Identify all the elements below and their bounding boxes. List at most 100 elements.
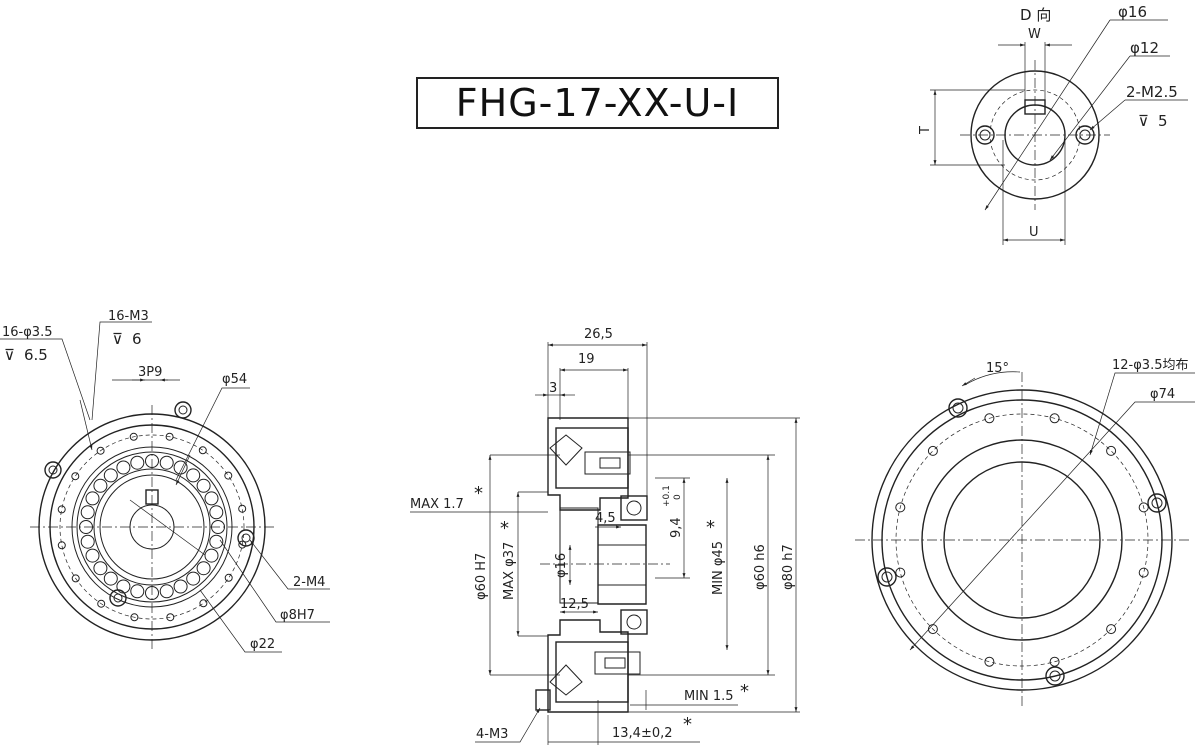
front-holes-tapped: 16-M3 <box>108 309 149 324</box>
section-dia80h7: φ80 h7 <box>781 544 796 590</box>
d-view-hole-left <box>975 125 995 145</box>
bolt-hole <box>71 574 80 583</box>
rear-view <box>855 371 1195 708</box>
section-len-134: 13,4±0,2 <box>612 726 673 741</box>
roller <box>116 579 131 594</box>
roller <box>209 534 224 549</box>
roller <box>85 491 100 506</box>
bolt-hole <box>984 656 995 667</box>
d-view-dia16: φ16 <box>1118 3 1147 21</box>
roller <box>130 455 145 470</box>
section-star-4: * <box>740 681 749 702</box>
d-direction-view <box>930 19 1188 245</box>
roller <box>196 561 211 576</box>
section-len-19: 19 <box>578 352 595 367</box>
roller <box>159 455 174 470</box>
roller <box>211 520 225 534</box>
front-pin: φ8H7 <box>280 608 315 623</box>
roller <box>145 454 159 468</box>
bolt-hole <box>1049 656 1060 667</box>
bolt-hole <box>198 446 207 455</box>
d-view-u: U <box>1029 225 1039 240</box>
rear-angle: 15° <box>986 361 1009 376</box>
front-view-bolt-holes <box>57 432 247 622</box>
front-view <box>0 321 330 653</box>
roller <box>196 478 211 493</box>
front-holes-tapped-depth: 6 <box>132 330 142 348</box>
bolt-hole <box>71 472 80 481</box>
section-tol-94-lo: 0 <box>673 494 683 500</box>
section-len-125: 12,5 <box>560 597 589 612</box>
section-dia60h6: φ60 h6 <box>753 544 768 590</box>
bolt-hole <box>57 541 66 550</box>
d-view-depth: 5 <box>1158 112 1168 130</box>
section-len-265: 26,5 <box>584 327 613 342</box>
bolt-hole <box>238 540 247 549</box>
roller <box>80 534 95 549</box>
section-m3: 4-M3 <box>476 727 508 742</box>
roller <box>79 520 93 534</box>
roller <box>186 468 201 483</box>
bolt-hole <box>1138 567 1149 578</box>
rear-dia74: φ74 <box>1150 387 1175 402</box>
bolt-hole <box>984 413 995 424</box>
section-min45: MIN φ45 <box>711 541 726 595</box>
bolt-hole <box>97 599 106 608</box>
d-view-label: D 向 <box>1020 6 1051 24</box>
section-len-94: 9,4 <box>669 517 684 538</box>
bolt-hole <box>1106 624 1117 635</box>
d-view-depth-symbol: ⊽ <box>1138 112 1149 130</box>
bolt-hole <box>130 613 139 622</box>
bolt-hole <box>1049 413 1060 424</box>
roller <box>204 548 219 563</box>
roller <box>186 571 201 586</box>
bolt-hole <box>895 567 906 578</box>
bolt-hole <box>238 504 247 513</box>
section-len-45: 4,5 <box>595 511 616 526</box>
roller <box>85 548 100 563</box>
section-dia16: φ16 <box>554 553 569 578</box>
roller <box>204 491 219 506</box>
section-tol-94-up: +0.1 <box>662 485 672 507</box>
front-view-rollers <box>79 454 225 600</box>
front-depth-symbol-2: ⊽ <box>112 330 123 348</box>
front-holes-through: 16-φ3.5 <box>2 325 52 340</box>
roller <box>173 460 188 475</box>
front-depth-symbol-1: ⊽ <box>4 346 15 364</box>
front-dia54: φ54 <box>222 372 247 387</box>
d-view-dia12: φ12 <box>1130 39 1159 57</box>
section-star-1: * <box>474 483 483 504</box>
front-key-pitch: 3P9 <box>138 365 162 380</box>
section-star-3: * <box>706 517 715 538</box>
d-view-t: T <box>918 126 933 135</box>
bolt-hole <box>224 573 233 582</box>
roller <box>130 584 145 599</box>
front-dia22: φ22 <box>250 637 275 652</box>
d-view-w: W <box>1028 27 1041 42</box>
roller <box>209 505 224 520</box>
bolt-hole <box>96 446 105 455</box>
bolt-hole <box>927 445 938 456</box>
bolt-hole <box>1138 502 1149 513</box>
section-len-3: 3 <box>549 381 557 396</box>
bolt-hole <box>199 599 208 608</box>
section-max37: MAX φ37 <box>502 542 517 600</box>
section-min15: MIN 1.5 <box>684 689 734 704</box>
bolt-hole <box>895 502 906 513</box>
roller <box>116 460 131 475</box>
roller <box>103 468 118 483</box>
roller <box>145 586 159 600</box>
bolt-hole <box>165 432 174 441</box>
front-tap-m4: 2-M4 <box>293 575 325 590</box>
section-star-5: * <box>683 714 692 735</box>
bolt-hole <box>129 432 138 441</box>
roller <box>159 584 174 599</box>
front-holes-through-depth: 6.5 <box>24 346 48 364</box>
model-title: FHG-17-XX-U-I <box>416 77 779 129</box>
bolt-hole <box>1106 445 1117 456</box>
section-max17: MAX 1.7 <box>410 497 464 512</box>
d-view-holes: 2-M2.5 <box>1126 83 1178 101</box>
bolt-hole <box>166 613 175 622</box>
roller <box>93 478 108 493</box>
bolt-hole <box>224 471 233 480</box>
